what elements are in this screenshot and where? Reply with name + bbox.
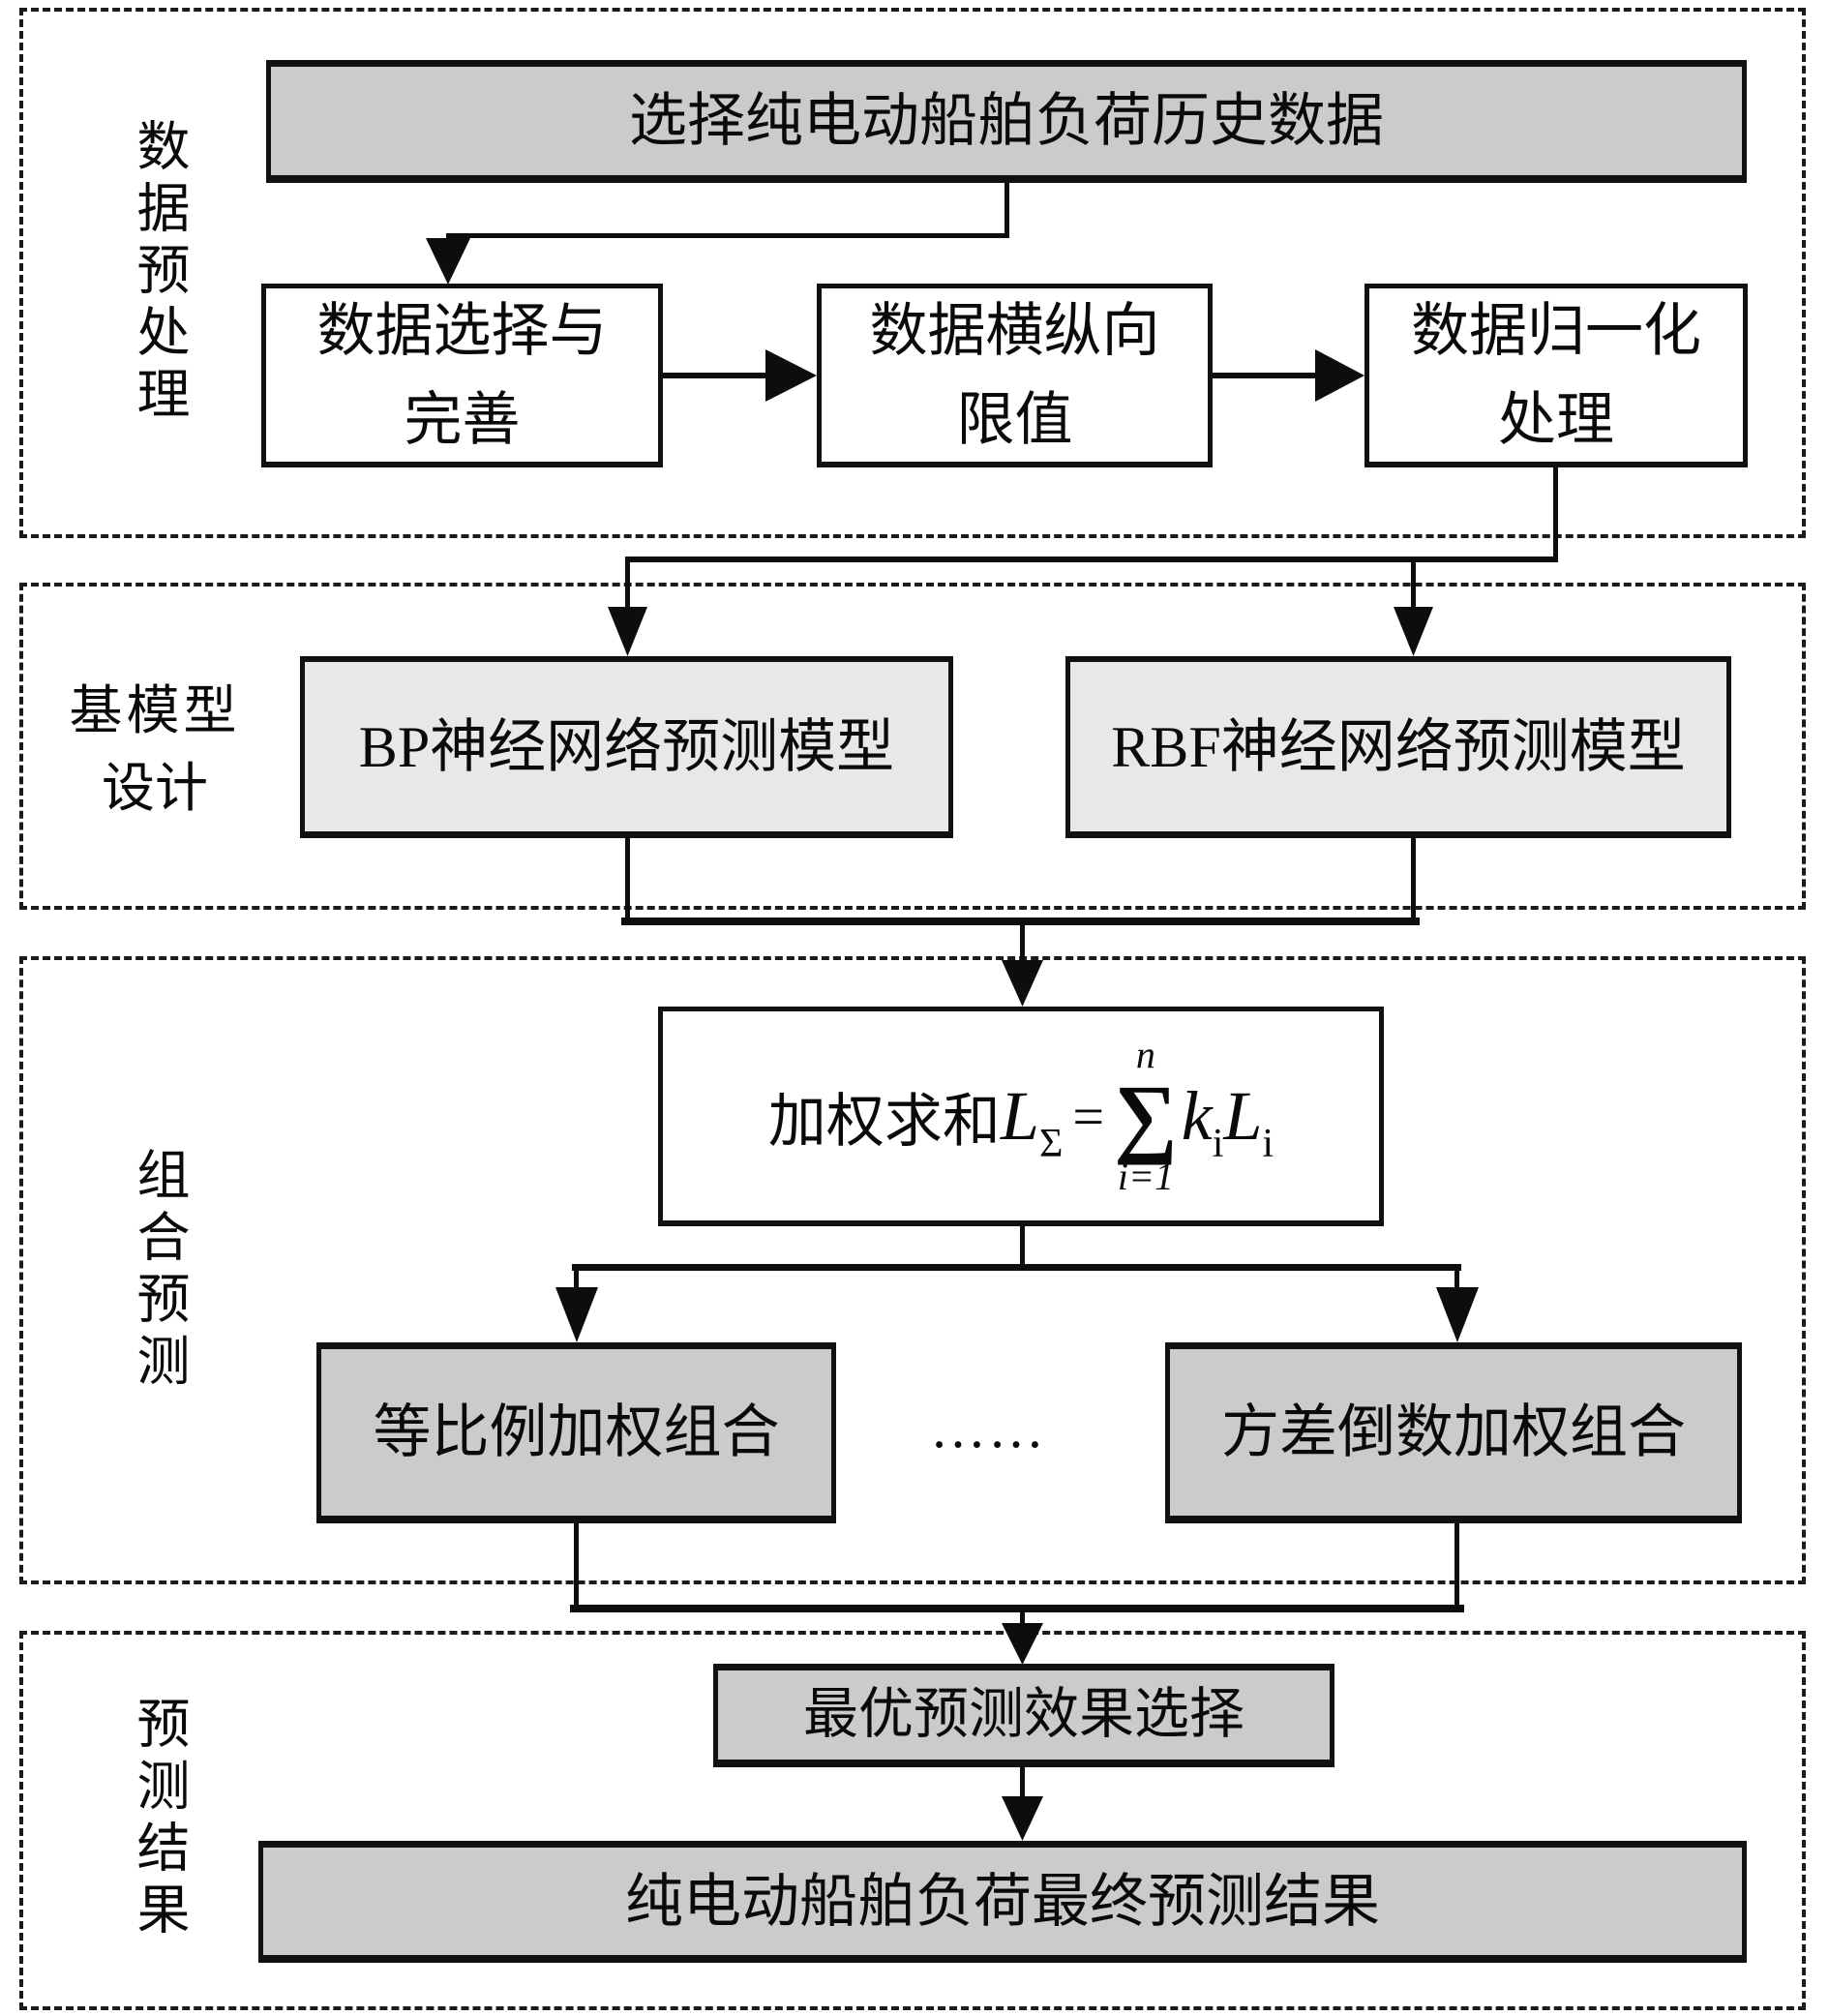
connector-combine-down <box>1020 1612 1025 1626</box>
connector-models-horizontal <box>625 557 1558 562</box>
section-combination-forecast <box>19 956 1806 1584</box>
formula-equals: = <box>1072 1084 1105 1148</box>
node-equal-weight-combo: 等比例加权组合 <box>316 1342 836 1523</box>
node-bp-model: BP神经网络预测模型 <box>300 656 953 838</box>
sigma-symbol: ∑ <box>1114 1067 1178 1165</box>
connector-combo-left-down <box>574 1523 579 1612</box>
connector-source-down <box>1004 183 1009 238</box>
node-data-limit-line1: 数据横纵向 <box>869 298 1160 363</box>
node-select-history-data: 选择纯电动船舶负荷历史数据 <box>266 60 1747 183</box>
node-data-selection: 数据选择与 完善 <box>261 284 663 467</box>
formula-sum-upper: n <box>1135 1033 1155 1076</box>
connector-selection-limit <box>663 373 767 378</box>
label-combination-forecast: 组合预测 <box>129 1147 188 1395</box>
connector-bp-down <box>625 838 630 923</box>
node-data-normalization: 数据归一化 处理 <box>1364 284 1748 467</box>
node-optimal-selection: 最优预测效果选择 <box>713 1664 1334 1767</box>
section-base-model-design <box>19 583 1806 910</box>
node-data-limit: 数据横纵向 限值 <box>817 284 1213 467</box>
connector-merge-horizontal <box>621 918 1420 925</box>
formula-prefix: 加权求和 <box>767 1089 1001 1154</box>
label-data-preprocessing: 数据预处理 <box>129 118 188 428</box>
node-data-selection-line2: 完善 <box>404 387 521 452</box>
connector-source-horizontal <box>446 233 1009 238</box>
formula-ki: ki <box>1181 1076 1224 1166</box>
connector-combine-horizontal <box>570 1605 1464 1612</box>
connector-combo-left-stub <box>574 1271 579 1290</box>
ellipsis-dots: …… <box>930 1397 1046 1459</box>
node-data-normalization-line2: 处理 <box>1498 387 1614 452</box>
node-rbf-model: RBF神经网络预测模型 <box>1065 656 1731 838</box>
connector-rbf-stub <box>1411 562 1416 609</box>
connector-rbf-down <box>1411 838 1416 923</box>
connector-optimal-down <box>1020 1767 1025 1799</box>
section-data-preprocessing <box>19 8 1806 538</box>
node-data-limit-line2: 限值 <box>956 387 1073 452</box>
node-data-normalization-line1: 数据归一化 <box>1411 298 1701 363</box>
label-base-model-design: 基模型 设计 <box>34 673 276 827</box>
formula-lhs: LΣ <box>1000 1076 1064 1166</box>
formula-summation: n ∑ i=1 <box>1114 1035 1178 1197</box>
label-base-model-line2: 设计 <box>101 759 208 818</box>
node-final-result: 纯电动船舶负荷最终预测结果 <box>258 1841 1747 1963</box>
connector-combo-right-down <box>1454 1523 1459 1612</box>
node-variance-weight-combo: 方差倒数加权组合 <box>1165 1342 1742 1523</box>
label-base-model-line1: 基模型 <box>69 681 241 740</box>
connector-bp-stub <box>625 562 630 609</box>
node-data-selection-line1: 数据选择与 <box>316 298 608 363</box>
formula-sum-lower: i=1 <box>1117 1155 1174 1198</box>
section-forecast-result <box>19 1631 1806 2010</box>
formula-li: Li <box>1223 1076 1274 1166</box>
connector-normalization-down <box>1553 467 1558 561</box>
connector-merge-down <box>1020 925 1025 962</box>
connector-formula-down <box>1020 1226 1025 1268</box>
connector-limit-normalization <box>1213 373 1317 378</box>
connector-split-horizontal <box>572 1264 1461 1271</box>
label-forecast-result: 预测结果 <box>129 1696 188 1943</box>
connector-combo-right-stub <box>1454 1271 1459 1290</box>
